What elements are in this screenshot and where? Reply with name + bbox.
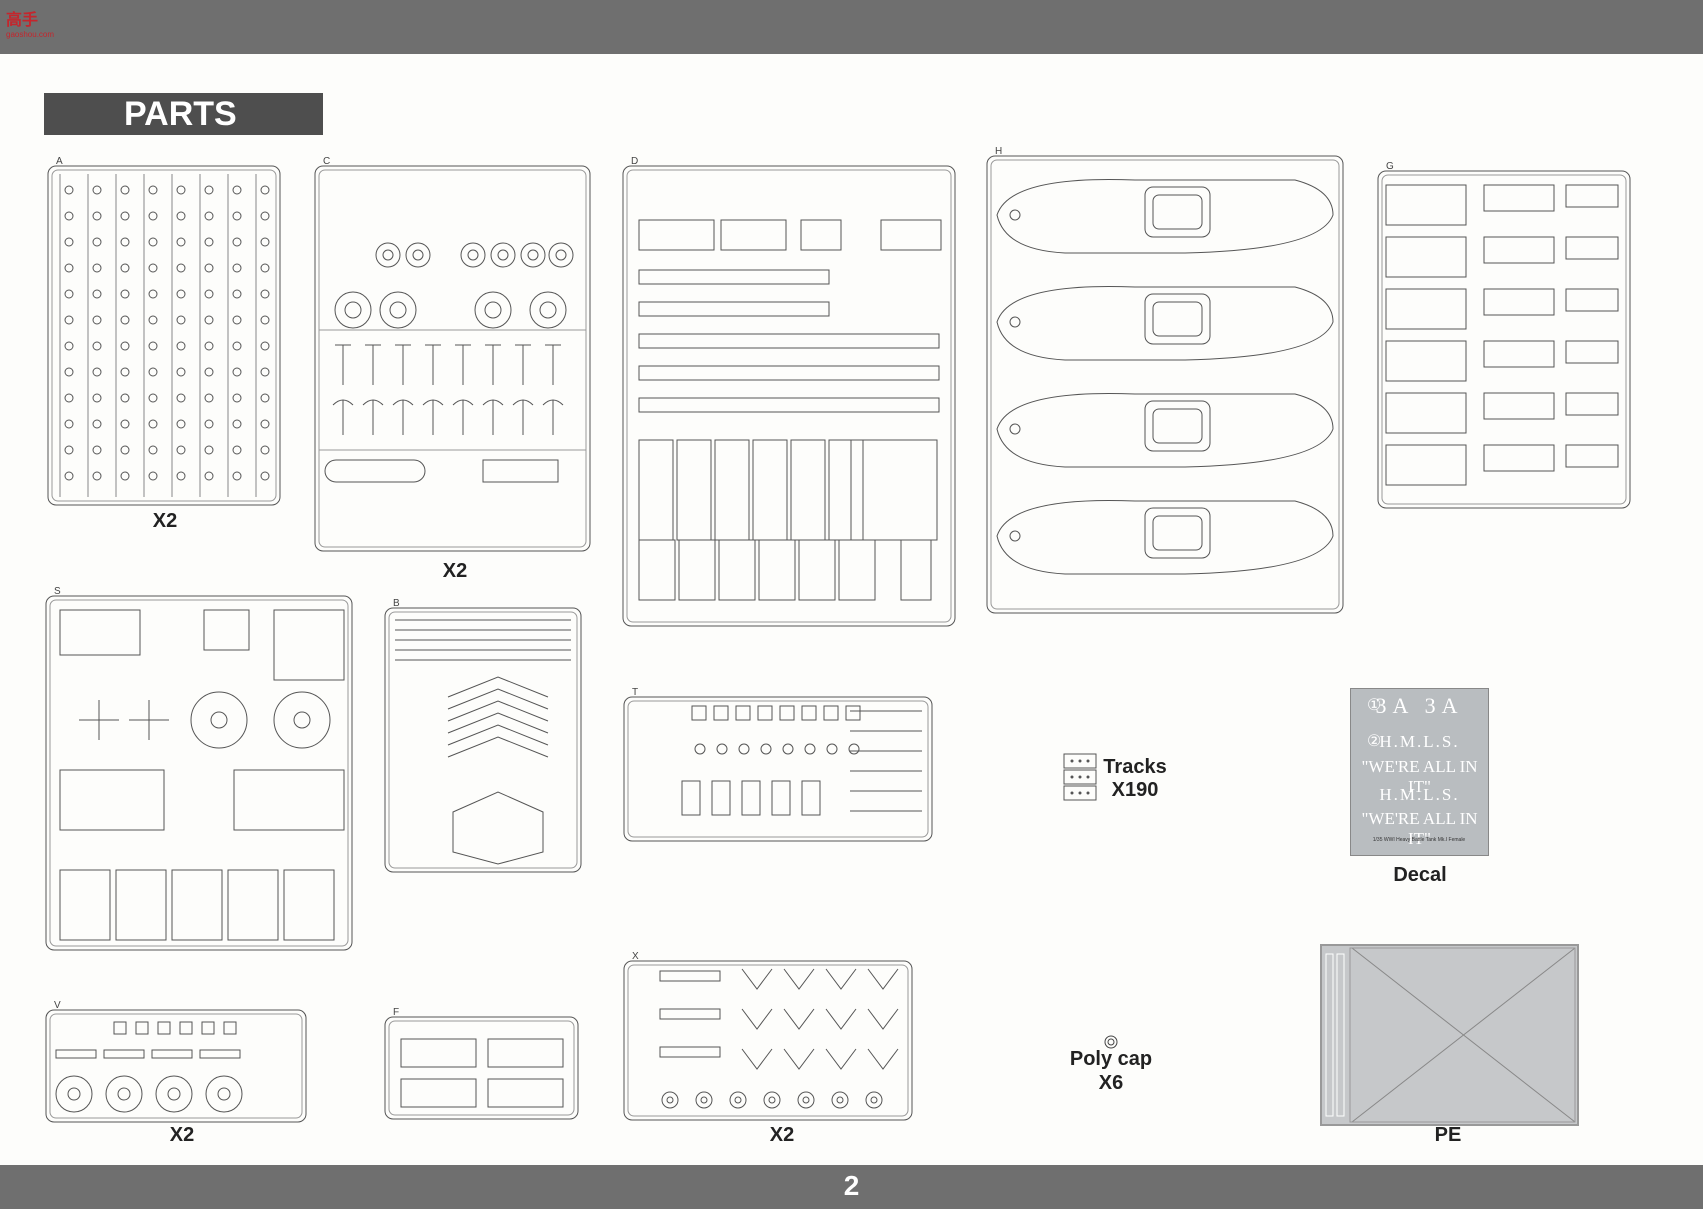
sprue-g-drawing: G (1377, 161, 1631, 509)
parts-banner: PARTS (44, 93, 323, 135)
sprue-t-drawing: T (623, 687, 933, 842)
sprue-c-drawing: C (314, 156, 591, 552)
sprue-letter: G (1386, 161, 1394, 172)
header-bar: 高手 gaoshou.com (0, 0, 1703, 54)
sprue-h-drawing: H (986, 146, 1344, 614)
decal-sheet: 3A 3A ① ② H.M.L.S. "WE'RE ALL IN IT" H.M… (1350, 688, 1489, 856)
sprue-s-drawing: S (45, 586, 353, 951)
sprue-f: F (383, 1007, 580, 1121)
decal-line-4: "WE'RE ALL IN IT" (1361, 809, 1478, 848)
polycap-drawing (1104, 1035, 1118, 1049)
logo-text: 高手 (6, 12, 39, 29)
polycap-icon (1104, 1035, 1118, 1049)
sprue-letter: C (323, 156, 330, 167)
sprue-letter: B (393, 598, 400, 609)
pe-fret (1320, 944, 1579, 1126)
sprue-b: B (383, 598, 583, 874)
sprue-h: H (985, 146, 1345, 615)
logo-url: gaoshou.com (6, 30, 55, 39)
sprue-b-drawing: B (384, 598, 582, 873)
sprue-a-qty: X2 (152, 510, 178, 532)
sprue-x-qty: X2 (769, 1124, 795, 1146)
sprue-x-drawing: X (623, 951, 913, 1121)
sprue-letter: D (631, 156, 638, 167)
track-links-drawing (1063, 753, 1097, 801)
decal-line-1: H.M.L.S. (1379, 732, 1460, 751)
polycap-qty: X6 (1098, 1072, 1124, 1094)
sprue-letter: X (632, 951, 639, 962)
sprue-letter: H (995, 146, 1002, 157)
sprue-letter: F (393, 1007, 399, 1018)
sprue-g: G (1376, 161, 1632, 510)
sprue-t: T (622, 687, 934, 843)
sprue-d: D (621, 156, 957, 628)
decal-line-3: H.M.L.S. (1379, 785, 1460, 804)
tracks-label: Tracks (1103, 756, 1167, 778)
sprue-letter: T (632, 687, 638, 698)
site-logo: 高手 gaoshou.com (6, 6, 66, 39)
page-number: 2 (843, 1170, 860, 1201)
sprue-v-qty: X2 (169, 1124, 195, 1146)
track-links (1063, 753, 1097, 801)
sprue-letter: S (54, 586, 61, 597)
decal-circle-2: ② (1367, 733, 1382, 750)
section-title: PARTS (124, 95, 237, 133)
decal-line-2: "WE'RE ALL IN IT" (1361, 757, 1478, 796)
sprue-x: X (622, 951, 914, 1122)
decal-circle-1: ① (1367, 697, 1382, 714)
sprue-v: V (44, 1000, 308, 1124)
pe-fret-drawing (1325, 947, 1576, 1123)
sprue-a-drawing: A (47, 156, 281, 506)
decal-marks: 3A 3A (1375, 693, 1464, 718)
sprue-letter: V (54, 1000, 61, 1011)
sprue-f-drawing: F (384, 1007, 579, 1120)
pe-label: PE (1434, 1124, 1462, 1146)
sprue-c-qty: X2 (442, 560, 468, 582)
sprue-s: S (44, 586, 354, 952)
sprue-v-drawing: V (45, 1000, 307, 1123)
decal-fine-print: 1/35 WWI Heavy Battle Tank Mk.I Female (1372, 837, 1466, 843)
sprue-a: A (46, 156, 282, 507)
polycap-label: Poly cap (1069, 1048, 1153, 1070)
tracks-qty: X190 (1111, 779, 1159, 801)
decal-label: Decal (1393, 864, 1447, 886)
footer-bar (0, 1165, 1703, 1209)
sprue-letter: A (56, 156, 63, 167)
sprue-c: C (313, 156, 592, 553)
sprue-d-drawing: D (622, 156, 956, 627)
